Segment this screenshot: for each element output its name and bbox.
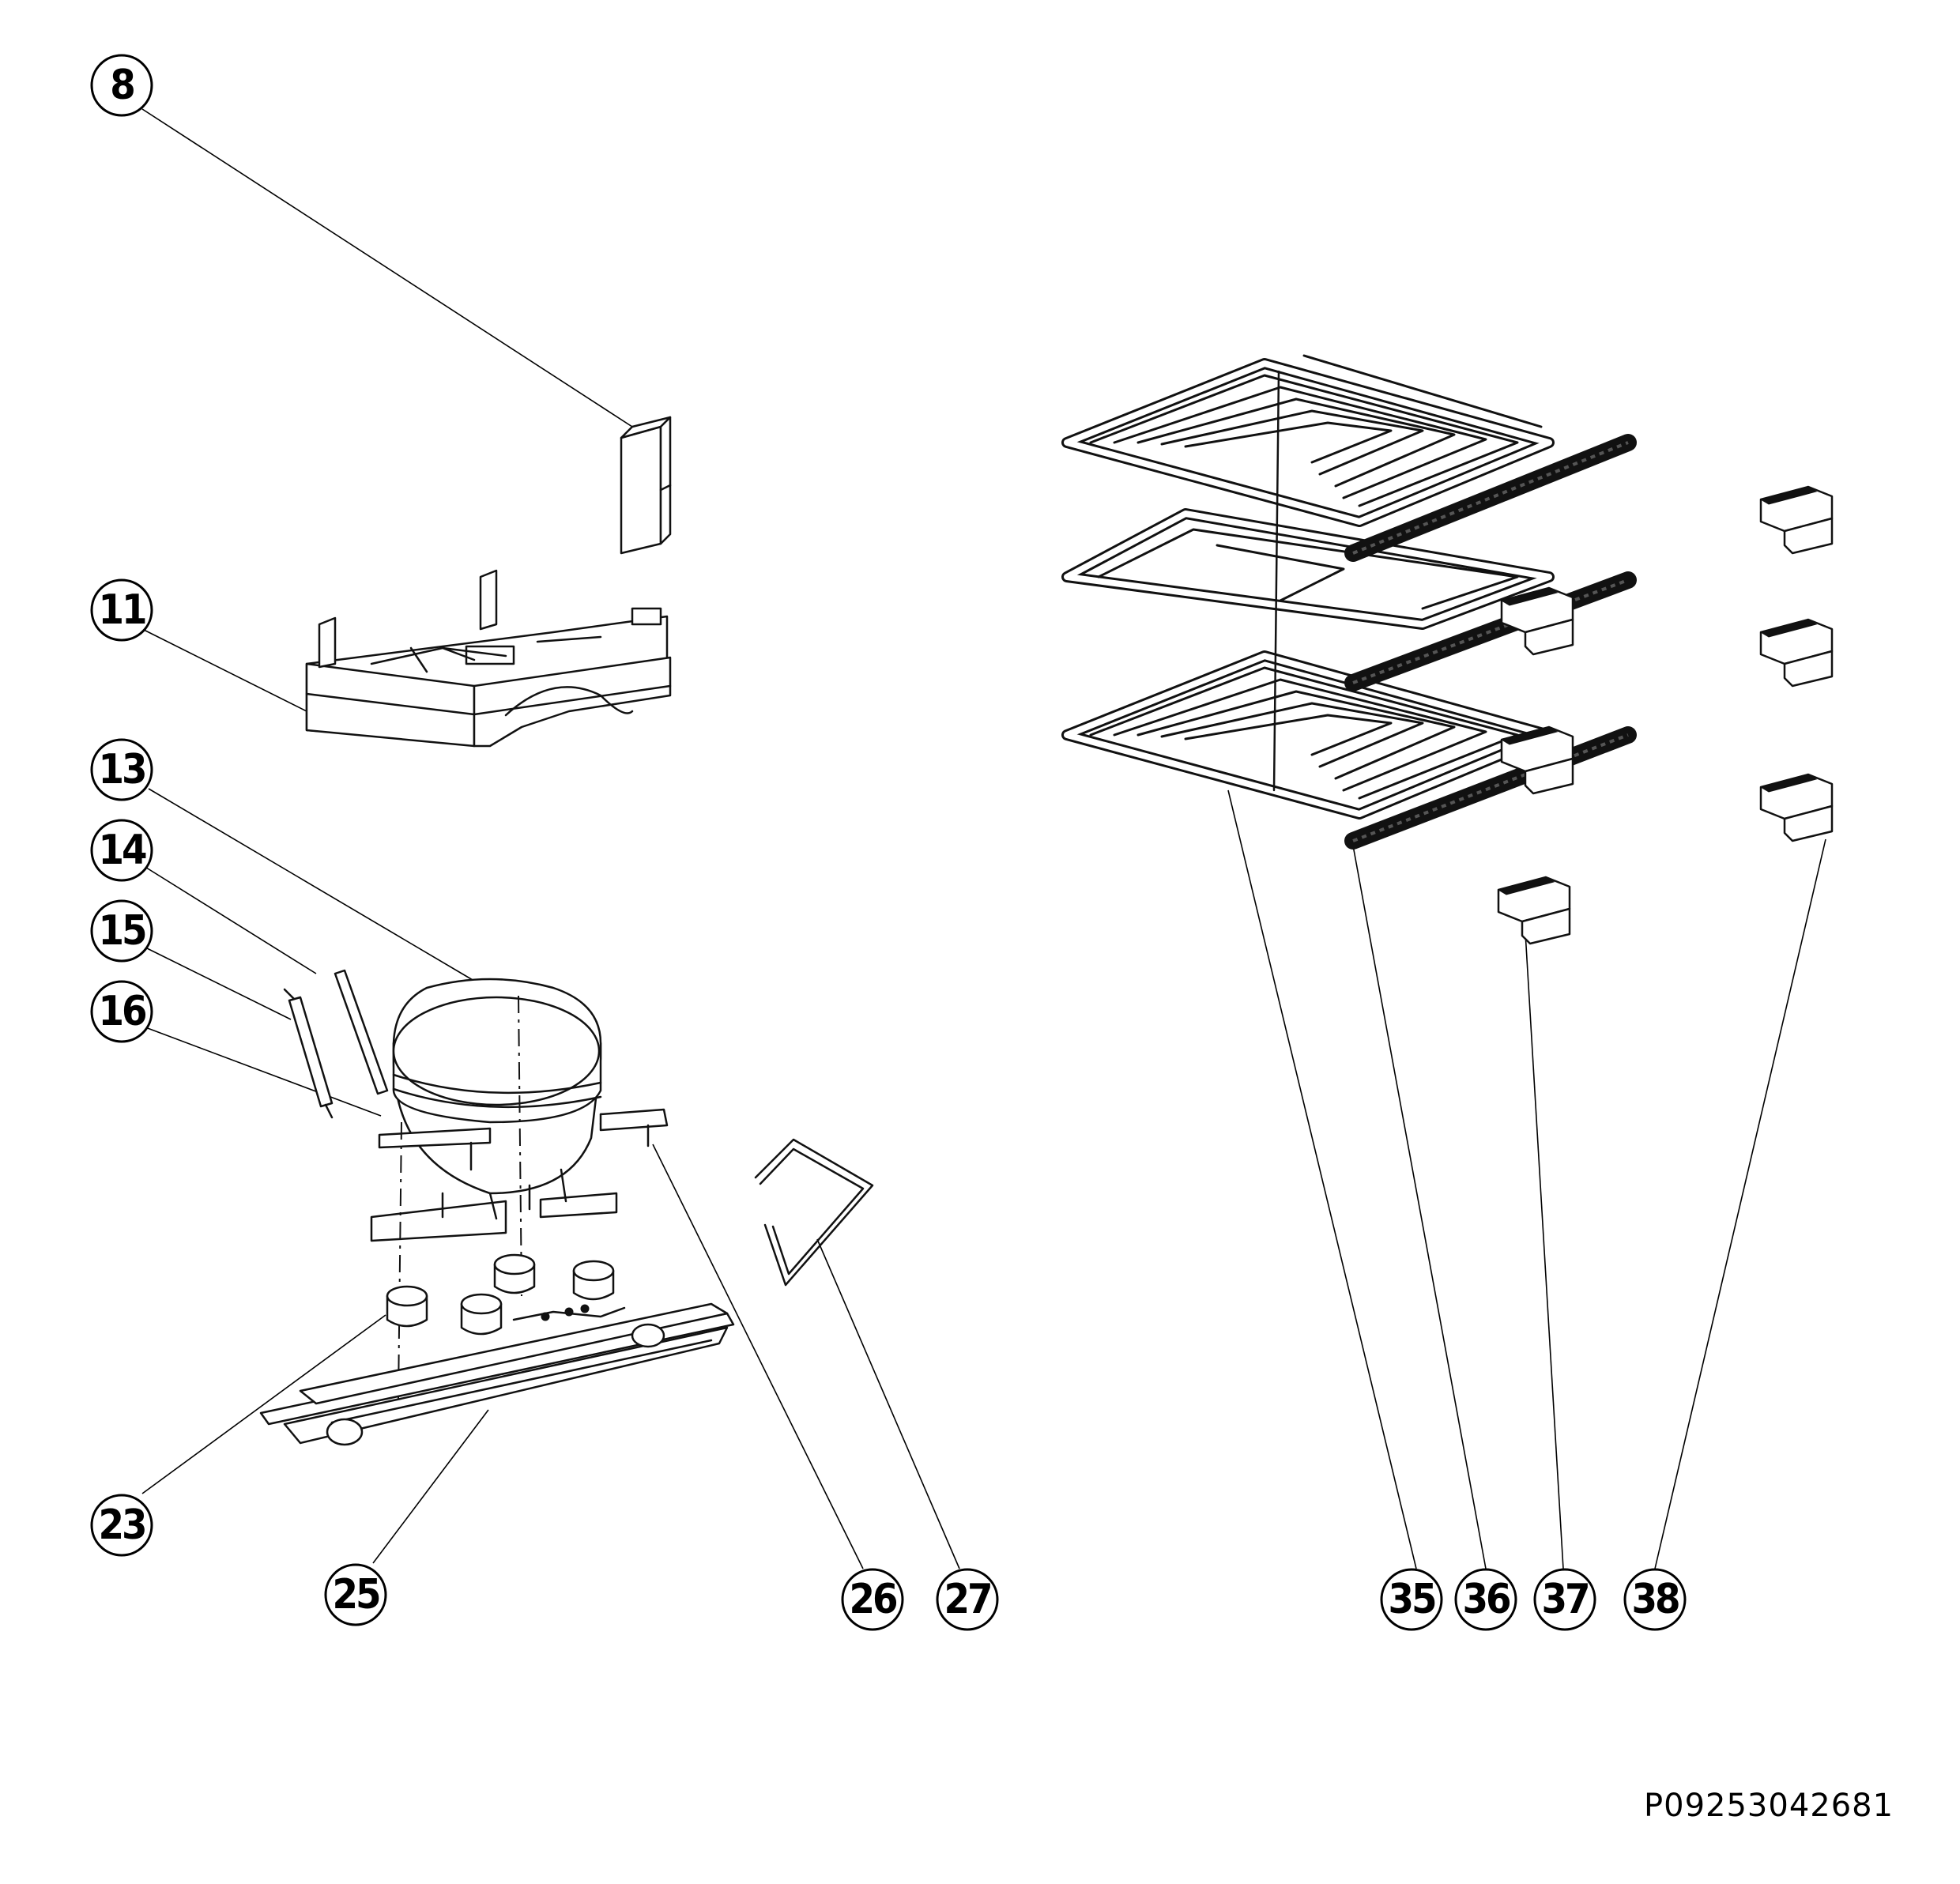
- callout-35: 35: [1380, 1568, 1443, 1631]
- callout-label: 27: [944, 1576, 990, 1623]
- callout-label: 35: [1388, 1576, 1435, 1623]
- part-11-tray: [305, 569, 672, 748]
- callout-15: 15: [90, 899, 153, 963]
- leader-23: [141, 1314, 386, 1494]
- callout-label: 23: [98, 1502, 145, 1549]
- part-8-block: [620, 416, 672, 555]
- part-14-rod: [334, 969, 389, 1095]
- callout-label: 13: [98, 746, 145, 793]
- callout-25: 25: [324, 1563, 387, 1626]
- leader-35: [1227, 789, 1417, 1569]
- part-23-grommets: [386, 1253, 615, 1336]
- leader-27: [816, 1238, 960, 1569]
- callout-11: 11: [90, 578, 153, 642]
- callout-label: 36: [1462, 1576, 1510, 1623]
- callout-13: 13: [90, 738, 153, 801]
- shelf-middle: [1061, 508, 1555, 630]
- callout-37: 37: [1533, 1568, 1596, 1631]
- callout-38: 38: [1623, 1568, 1687, 1631]
- shelf-top: [1061, 354, 1555, 527]
- leader-37: [1525, 932, 1564, 1569]
- callout-26: 26: [841, 1568, 904, 1631]
- callout-label: 8: [110, 62, 134, 109]
- part-25-base-rail: [259, 1302, 735, 1446]
- callout-label: 15: [98, 907, 145, 955]
- leader-26: [652, 1144, 864, 1569]
- callout-14: 14: [90, 819, 153, 882]
- callout-27: 27: [936, 1568, 999, 1631]
- leader-14: [143, 865, 317, 974]
- callout-16: 16: [90, 980, 153, 1043]
- leader-25: [372, 1409, 489, 1564]
- part-13-compressor: [370, 978, 669, 1400]
- leader-13: [148, 788, 473, 981]
- leader-8: [141, 108, 633, 428]
- callout-label: 25: [332, 1571, 379, 1618]
- callout-36: 36: [1454, 1568, 1517, 1631]
- callout-label: 14: [98, 827, 146, 874]
- callout-label: 26: [849, 1576, 897, 1623]
- leader-11: [141, 628, 307, 712]
- part-15-filter-drier: [283, 988, 334, 1119]
- part-35-wire-shelves: [1061, 354, 1555, 820]
- leader-lines: [141, 108, 1826, 1569]
- part-37-clips: [1497, 586, 1574, 945]
- callout-label: 11: [98, 586, 145, 634]
- part-38-clips: [1759, 485, 1834, 842]
- callout-label: 37: [1541, 1576, 1588, 1623]
- part-27-bent-wire: [754, 1138, 874, 1287]
- callout-8: 8: [90, 54, 153, 117]
- part-36-rods: [1344, 434, 1637, 850]
- leader-16: [145, 1027, 382, 1117]
- callout-label: 38: [1631, 1576, 1679, 1623]
- leader-36: [1352, 845, 1487, 1569]
- callout-23: 23: [90, 1494, 153, 1557]
- leader-38: [1654, 838, 1826, 1569]
- document-code: P09253042681: [1644, 1788, 1894, 1824]
- leader-15: [143, 946, 292, 1020]
- callout-label: 16: [98, 988, 146, 1035]
